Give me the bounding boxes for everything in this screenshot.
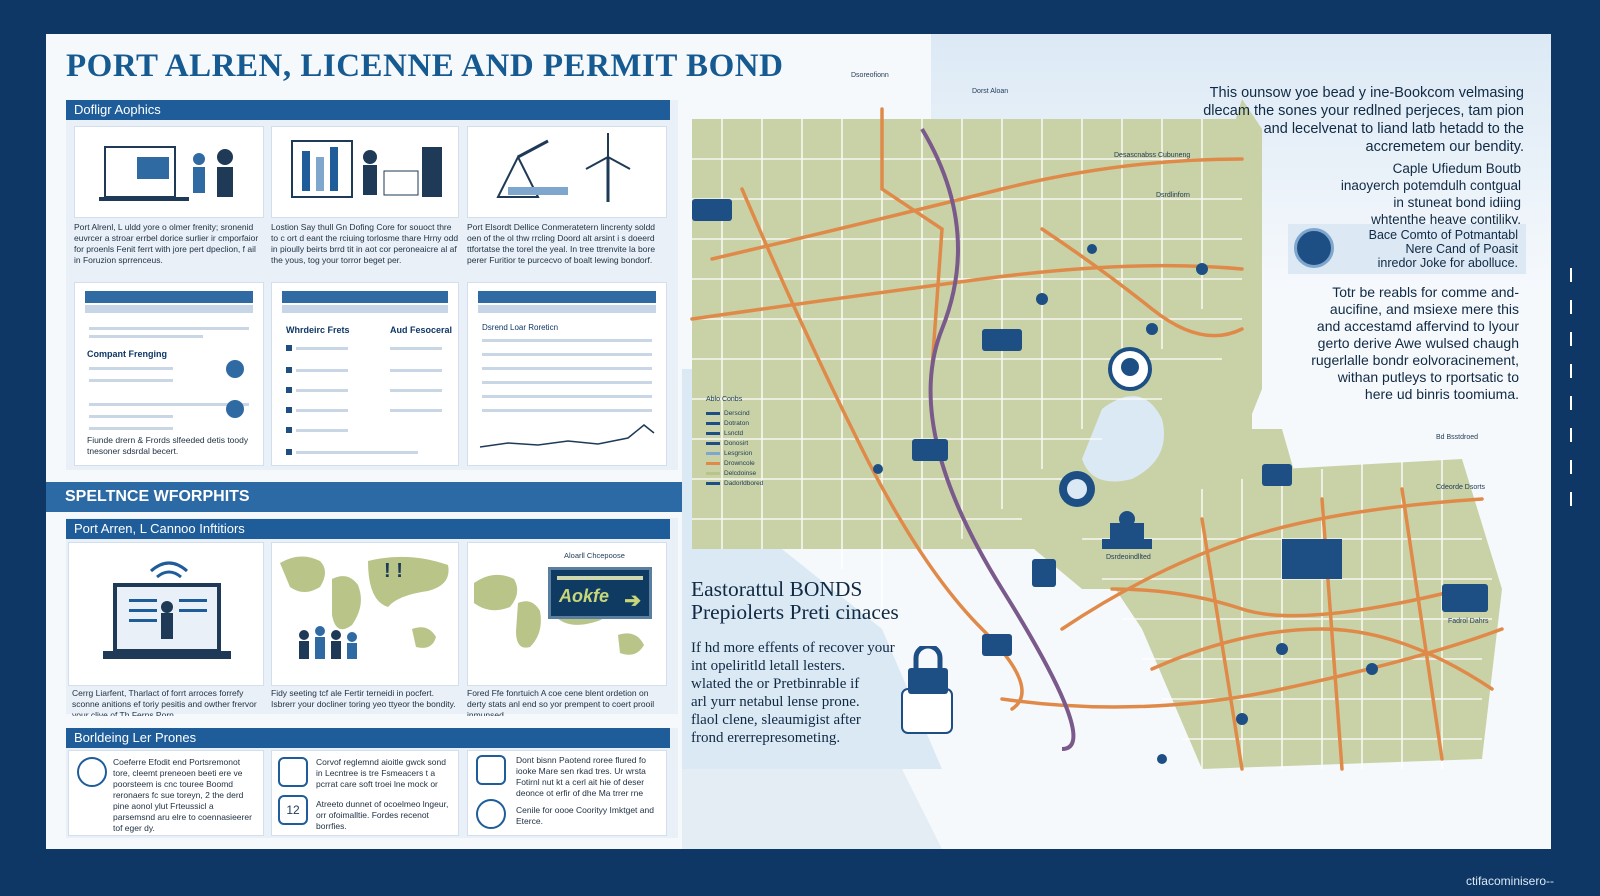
side-ticks <box>1556 250 1586 850</box>
info-text: Cenile for oooe Coorityy Imktget and Ete… <box>516 805 654 826</box>
callout-icon <box>1294 228 1334 268</box>
mid-caption: Fored Ffe fonrtuich A coe cene blent ord… <box>467 688 655 716</box>
form-heading: Compant Frenging <box>87 349 167 359</box>
map-label: Dorst Aloan <box>972 88 1009 95</box>
map-label: Cdeorde Dsorts <box>1436 484 1486 491</box>
wind-turbine-icon <box>496 133 631 202</box>
legend-entry: Derscind <box>706 409 776 419</box>
map-label: Desascnabss Cubuneng <box>1114 152 1191 159</box>
office-illustration-icon <box>291 140 442 198</box>
form-footer: Fiunde drern & Frords slfeeded detis too… <box>87 435 249 456</box>
globe-icon <box>476 799 506 829</box>
info-item: Corvof reglemnd aioitle gwck sond in Lec… <box>271 750 459 836</box>
third-text: Totr be reabls for comme and-aucifine, a… <box>1311 284 1519 402</box>
form-card: Compant Frenging Fiunde drern & Frords s… <box>74 282 264 466</box>
form-heading-right: Aud Fesoceral <box>390 325 453 335</box>
legend-entry: Ablo Conbs <box>706 396 743 403</box>
section-bar-bonding: Borldeing Ler Prones <box>66 728 670 748</box>
laptop-wifi-icon <box>103 561 231 659</box>
info-text: Coeferre Efodit end Portsremonot tore, c… <box>113 757 252 833</box>
map-label: Dsrdeoindllted <box>1106 554 1151 561</box>
map-label: Fadrol Dahrs <box>1448 618 1489 625</box>
lock-icon <box>902 643 954 700</box>
section-banner-wforphits: SPELTNCE WFORPHITS <box>46 482 683 512</box>
document-icon <box>77 757 107 787</box>
legend-entry: Dadorldbored <box>706 479 776 489</box>
illustration-card <box>467 126 667 218</box>
calendar-number: 12 <box>286 803 300 817</box>
world-map-card: ! ! <box>271 542 459 686</box>
workshop-illustration-icon <box>99 146 233 201</box>
mid-caption: Cerrg Liarfent, Tharlact of forrt arroce… <box>72 688 257 716</box>
legend-entry: Delcdoinse <box>706 469 776 479</box>
info-text: Corvof reglemnd aioitle gwck sond in Lec… <box>316 757 446 791</box>
calendar-icon: 12 <box>278 795 308 825</box>
poster: PORT ALREN, LICENNE AND PERMIT BOND Dofl… <box>46 34 1551 849</box>
legend-entry: Lsnctd <box>706 429 776 439</box>
form-heading: Dsrend Loar Roreticn <box>482 323 559 332</box>
world-map-icon: ! ! <box>280 556 449 659</box>
illustration-card <box>74 126 264 218</box>
info-item: Coeferre Efodit end Portsremonot tore, c… <box>68 750 264 836</box>
form-header <box>85 291 253 303</box>
info-text: Atreeto dunnet of ocoelmeo lngeur, orr o… <box>316 799 449 831</box>
form-subheader <box>478 305 656 313</box>
info-text: Dont bisnn Paotend roree flured fo iooke… <box>516 755 646 798</box>
direction-sign: Aokfe ➔ <box>548 567 652 619</box>
svg-text:! !: ! ! <box>384 560 403 582</box>
world-map-sign-card: Aokfe ➔ Aloarll Chcepoose <box>467 542 667 686</box>
illustration-caption: Lostion Say thull Gn Dofing Core for sou… <box>271 222 459 265</box>
footer-tag: ctifacominisero-- <box>1465 874 1554 888</box>
form-subheader <box>282 305 448 313</box>
form-card: Whrdeirc Frets Aud Fesoceral <box>271 282 459 466</box>
legend-entry: Lesgrsion <box>706 449 776 459</box>
user-avatar-icon <box>226 360 244 418</box>
illustration-caption: Port Elsordt Dellice Conmeratetern lincr… <box>467 222 656 265</box>
form-header <box>478 291 656 303</box>
mid-caption: Fidy seeting tcf ale Fertir terneidi in … <box>271 688 456 709</box>
map-label: Dsoreofionn <box>851 72 889 79</box>
legend-entry: Dotraton <box>706 419 776 429</box>
illustration-card <box>271 126 459 218</box>
section-bar-initiatives: Port Arren, L Cannoo Inftitiors <box>66 519 670 539</box>
form-card: Dsrend Loar Roreticn <box>467 282 667 466</box>
legend-entry: Donosirt <box>706 439 776 449</box>
trend-line-icon <box>479 424 655 448</box>
sign-label: Aokfe <box>559 586 610 606</box>
hands-icon <box>278 757 308 787</box>
map-label: Dsrdlinforn <box>1156 192 1190 199</box>
laptop-card <box>68 542 264 686</box>
section-bar-graphics: Dofligr Aophics <box>66 100 670 120</box>
map-badge: Aloarll Chcepoose <box>564 551 625 560</box>
intro-text: This ounsow yoe bead y ine-Bookcom velma… <box>1203 85 1524 155</box>
shield-icon <box>476 755 506 785</box>
page-title: PORT ALREN, LICENNE AND PERMIT BOND <box>66 48 784 84</box>
info-item: Dont bisnn Paotend roree flured fo iooke… <box>467 750 667 836</box>
arrow-right-icon: ➔ <box>624 590 641 612</box>
city-map <box>682 99 1504 849</box>
illustration-caption: Port Alrenl, L uldd yore o olmer frenity… <box>74 222 259 265</box>
form-heading-left: Whrdeirc Frets <box>286 325 350 335</box>
map-legend: Ablo Conbs Derscind Dotraton Lsnctd Dono… <box>706 396 776 516</box>
form-header <box>282 291 448 303</box>
legend-entry: Drowncole <box>706 459 776 469</box>
map-label: Bd Bsstdroed <box>1436 434 1479 441</box>
form-subheader <box>85 305 253 313</box>
